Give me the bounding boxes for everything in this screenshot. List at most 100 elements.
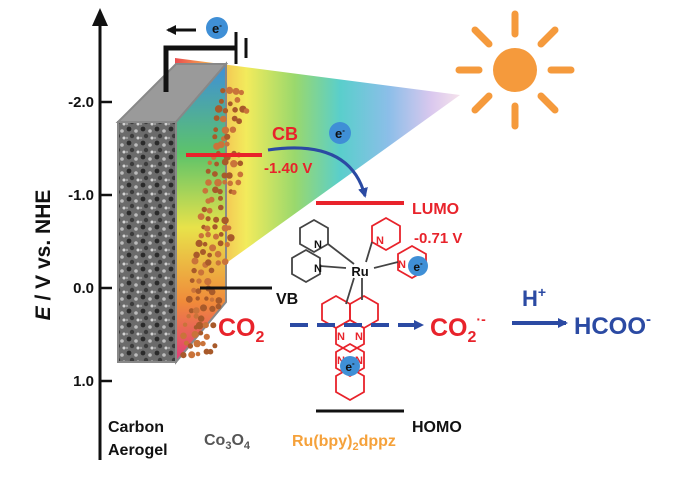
nanoparticle [187,343,194,349]
nanoparticle [218,195,223,201]
nanoparticle [205,259,212,266]
nanoparticle [202,241,208,247]
nanoparticle [189,278,195,283]
nanoparticle [204,296,209,301]
nanoparticle [243,108,250,114]
svg-text:e-: e- [345,359,355,374]
nanoparticle [219,115,227,123]
tick-label-minus-2: -2.0 [68,94,94,111]
nanoparticle [200,340,206,347]
ru-atom-label: Ru [351,264,368,279]
nanoparticle [200,249,206,255]
nanoparticle [224,241,230,248]
electron-icon: e- [206,17,228,39]
tick-label-1: 1.0 [73,373,94,390]
nanoparticle [191,287,197,293]
co3o4-nanoparticles [180,86,250,359]
electron-icon: e- [408,256,428,276]
svg-text:e-: e- [335,126,345,141]
carbon-aerogel-label-line2: Aerogel [108,442,168,459]
nanoparticle [222,108,229,114]
nanoparticle [214,250,222,258]
nanoparticle [221,126,230,134]
nanoparticle [224,133,231,140]
nanoparticle [204,225,211,232]
tick-label-0: 0.0 [73,280,94,297]
nanoparticle [221,216,229,225]
nanoparticle [208,267,215,274]
n-atom-label: N [337,355,345,367]
nanoparticle [221,258,229,266]
nanoparticle [196,278,202,284]
nanoparticle [203,333,210,340]
nanoparticle [236,118,243,125]
nanoparticle [215,260,221,266]
svg-text:e-: e- [212,21,222,36]
n-atom-label: N [314,239,322,251]
nanoparticle [217,141,225,149]
nanoparticle [193,307,200,314]
nanoparticle [198,330,204,336]
nanoparticle [232,107,238,113]
nanoparticle [202,187,209,194]
nanoparticle [191,267,197,274]
nanoparticle [195,321,204,330]
nanoparticle [182,322,188,327]
nanoparticle [218,232,224,237]
nanoparticle [208,288,216,296]
nanoparticle [212,171,218,177]
nanoparticle [212,224,218,230]
nanoparticle [185,295,193,303]
axis-ticks [100,100,112,383]
nanoparticle [227,234,235,242]
n-atom-label: N [355,331,363,343]
nanoparticle [198,315,205,322]
n-atom-label: N [355,355,363,367]
nanoparticle [212,134,218,140]
nanoparticle [207,160,212,165]
nanoparticle [235,179,242,186]
nanoparticle [195,351,201,357]
nanoparticle [198,233,204,239]
nanoparticle [188,351,196,359]
nanoparticle [183,340,189,346]
nanoparticle [231,189,237,195]
nanoparticle [231,115,238,122]
cb-label: CB [272,124,298,144]
homo-label: HOMO [412,419,462,436]
nanoparticle [205,231,211,238]
nanoparticle [193,339,201,348]
nanoparticle [221,158,229,166]
nanoparticle [180,332,187,340]
nanoparticle [217,188,223,195]
nanoparticle [191,257,199,265]
co3o4-label: Co3O4 [204,432,251,452]
nanoparticle [198,269,205,276]
nanoparticle [209,297,215,302]
nanoparticle [220,88,226,94]
nanoparticle [227,180,233,187]
nanoparticle [209,305,216,312]
nanoparticle [188,308,194,314]
nanoparticle [214,105,223,113]
nanoparticle [214,161,220,167]
nanoparticle [215,297,223,304]
electron-transfer-arrow [267,146,368,198]
nanoparticle [213,216,220,223]
nanoparticle [237,171,244,178]
ru-complex-label: Ru(bpy)2dppz [292,433,396,453]
nanoparticle [201,206,207,213]
nanoparticle [226,225,232,231]
electron-icon: e- [340,356,360,376]
nanoparticle [232,87,240,95]
svg-text:e-: e- [413,259,423,274]
nanoparticle [212,186,219,194]
carbon-aerogel-label-line1: Carbon [108,419,164,436]
nanoparticle [195,296,200,301]
nanoparticle [195,239,203,247]
nanoparticle [204,278,212,286]
nanoparticle [224,141,230,147]
n-atom-label: N [376,235,384,247]
